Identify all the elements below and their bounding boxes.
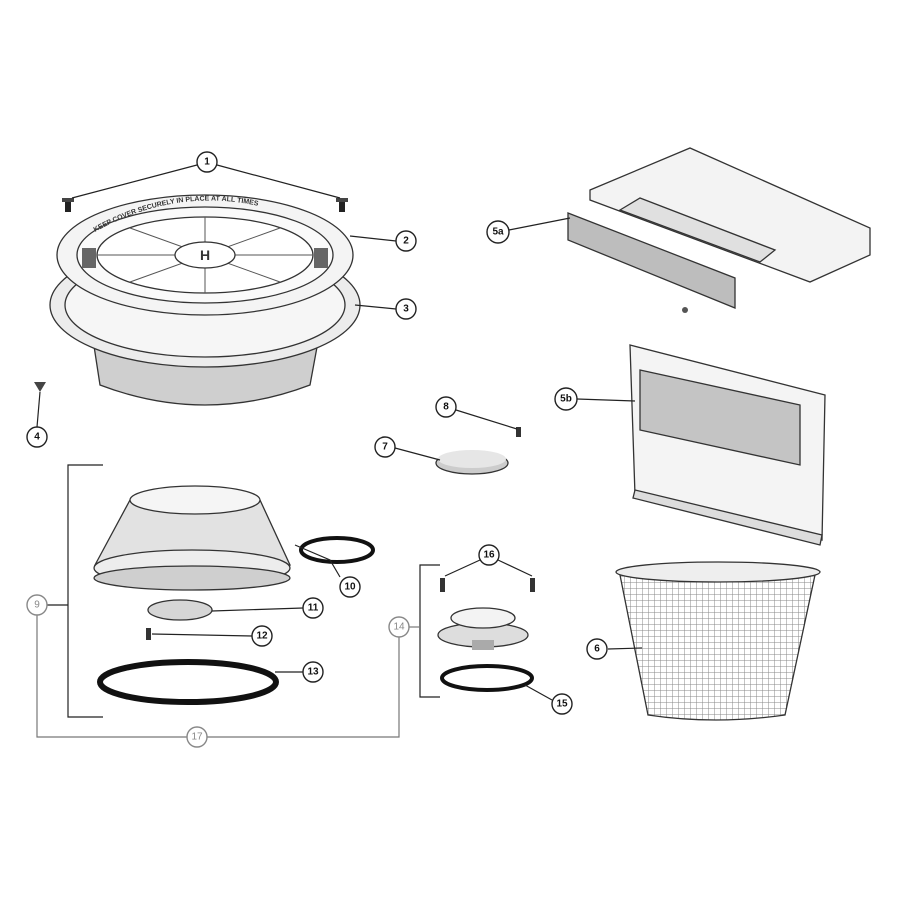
svg-text:4: 4 xyxy=(34,432,40,443)
callout-8: 8 xyxy=(435,396,457,418)
callout-11: 11 xyxy=(302,597,324,619)
part-11-flapper xyxy=(147,599,213,621)
part-12-screw xyxy=(146,628,151,640)
part-9-valve-housing xyxy=(93,485,292,591)
callout-10: 10 xyxy=(339,576,361,598)
svg-text:6: 6 xyxy=(594,644,600,655)
svg-text:5a: 5a xyxy=(492,227,504,238)
part-6-basket xyxy=(615,561,821,721)
svg-text:13: 13 xyxy=(307,667,319,678)
part-15-gasket xyxy=(440,664,534,692)
callout-17: 17 xyxy=(186,726,208,748)
callout-15: 15 xyxy=(551,693,573,715)
callout-3: 3 xyxy=(395,298,417,320)
svg-text:12: 12 xyxy=(256,631,268,642)
callout-16: 16 xyxy=(478,544,500,566)
part-4-screw xyxy=(34,382,46,392)
part-2-lid: H KEEP COVER SECURELY IN PLACE AT ALL TI… xyxy=(56,194,354,316)
callout-12: 12 xyxy=(251,625,273,647)
leader-lines xyxy=(36,164,643,738)
svg-text:11: 11 xyxy=(308,603,319,614)
callout-5a: 5a xyxy=(486,220,510,244)
svg-text:9: 9 xyxy=(34,600,40,611)
svg-text:1: 1 xyxy=(204,157,210,168)
svg-text:2: 2 xyxy=(403,236,409,247)
svg-text:8: 8 xyxy=(443,402,449,413)
callout-9: 9 xyxy=(26,594,48,616)
callout-4: 4 xyxy=(26,426,48,448)
svg-text:3: 3 xyxy=(403,304,409,315)
callout-14: 14 xyxy=(388,616,410,638)
svg-text:10: 10 xyxy=(344,582,356,593)
part-16-screws xyxy=(440,578,535,592)
part-8-screw xyxy=(516,427,521,437)
callout-6: 6 xyxy=(586,638,608,660)
part-7-flapper xyxy=(435,450,509,475)
callout-13: 13 xyxy=(302,661,324,683)
svg-text:7: 7 xyxy=(382,442,388,453)
part-5b-weir-door xyxy=(629,344,826,546)
part-1-screws xyxy=(62,198,348,212)
callout-5b: 5b xyxy=(554,387,578,411)
part-13-gasket xyxy=(97,659,279,705)
svg-text:17: 17 xyxy=(191,732,203,743)
callout-7: 7 xyxy=(374,436,396,458)
svg-text:14: 14 xyxy=(393,622,405,633)
callout-1: 1 xyxy=(196,151,218,173)
svg-text:5b: 5b xyxy=(560,394,572,405)
svg-text:15: 15 xyxy=(556,699,568,710)
svg-text:16: 16 xyxy=(483,550,495,561)
part-10-oring xyxy=(299,536,375,564)
callout-2: 2 xyxy=(395,230,417,252)
part-14-valve xyxy=(437,607,529,650)
brand-logo: H xyxy=(200,247,210,263)
part-5a-weir-cover xyxy=(567,147,871,313)
